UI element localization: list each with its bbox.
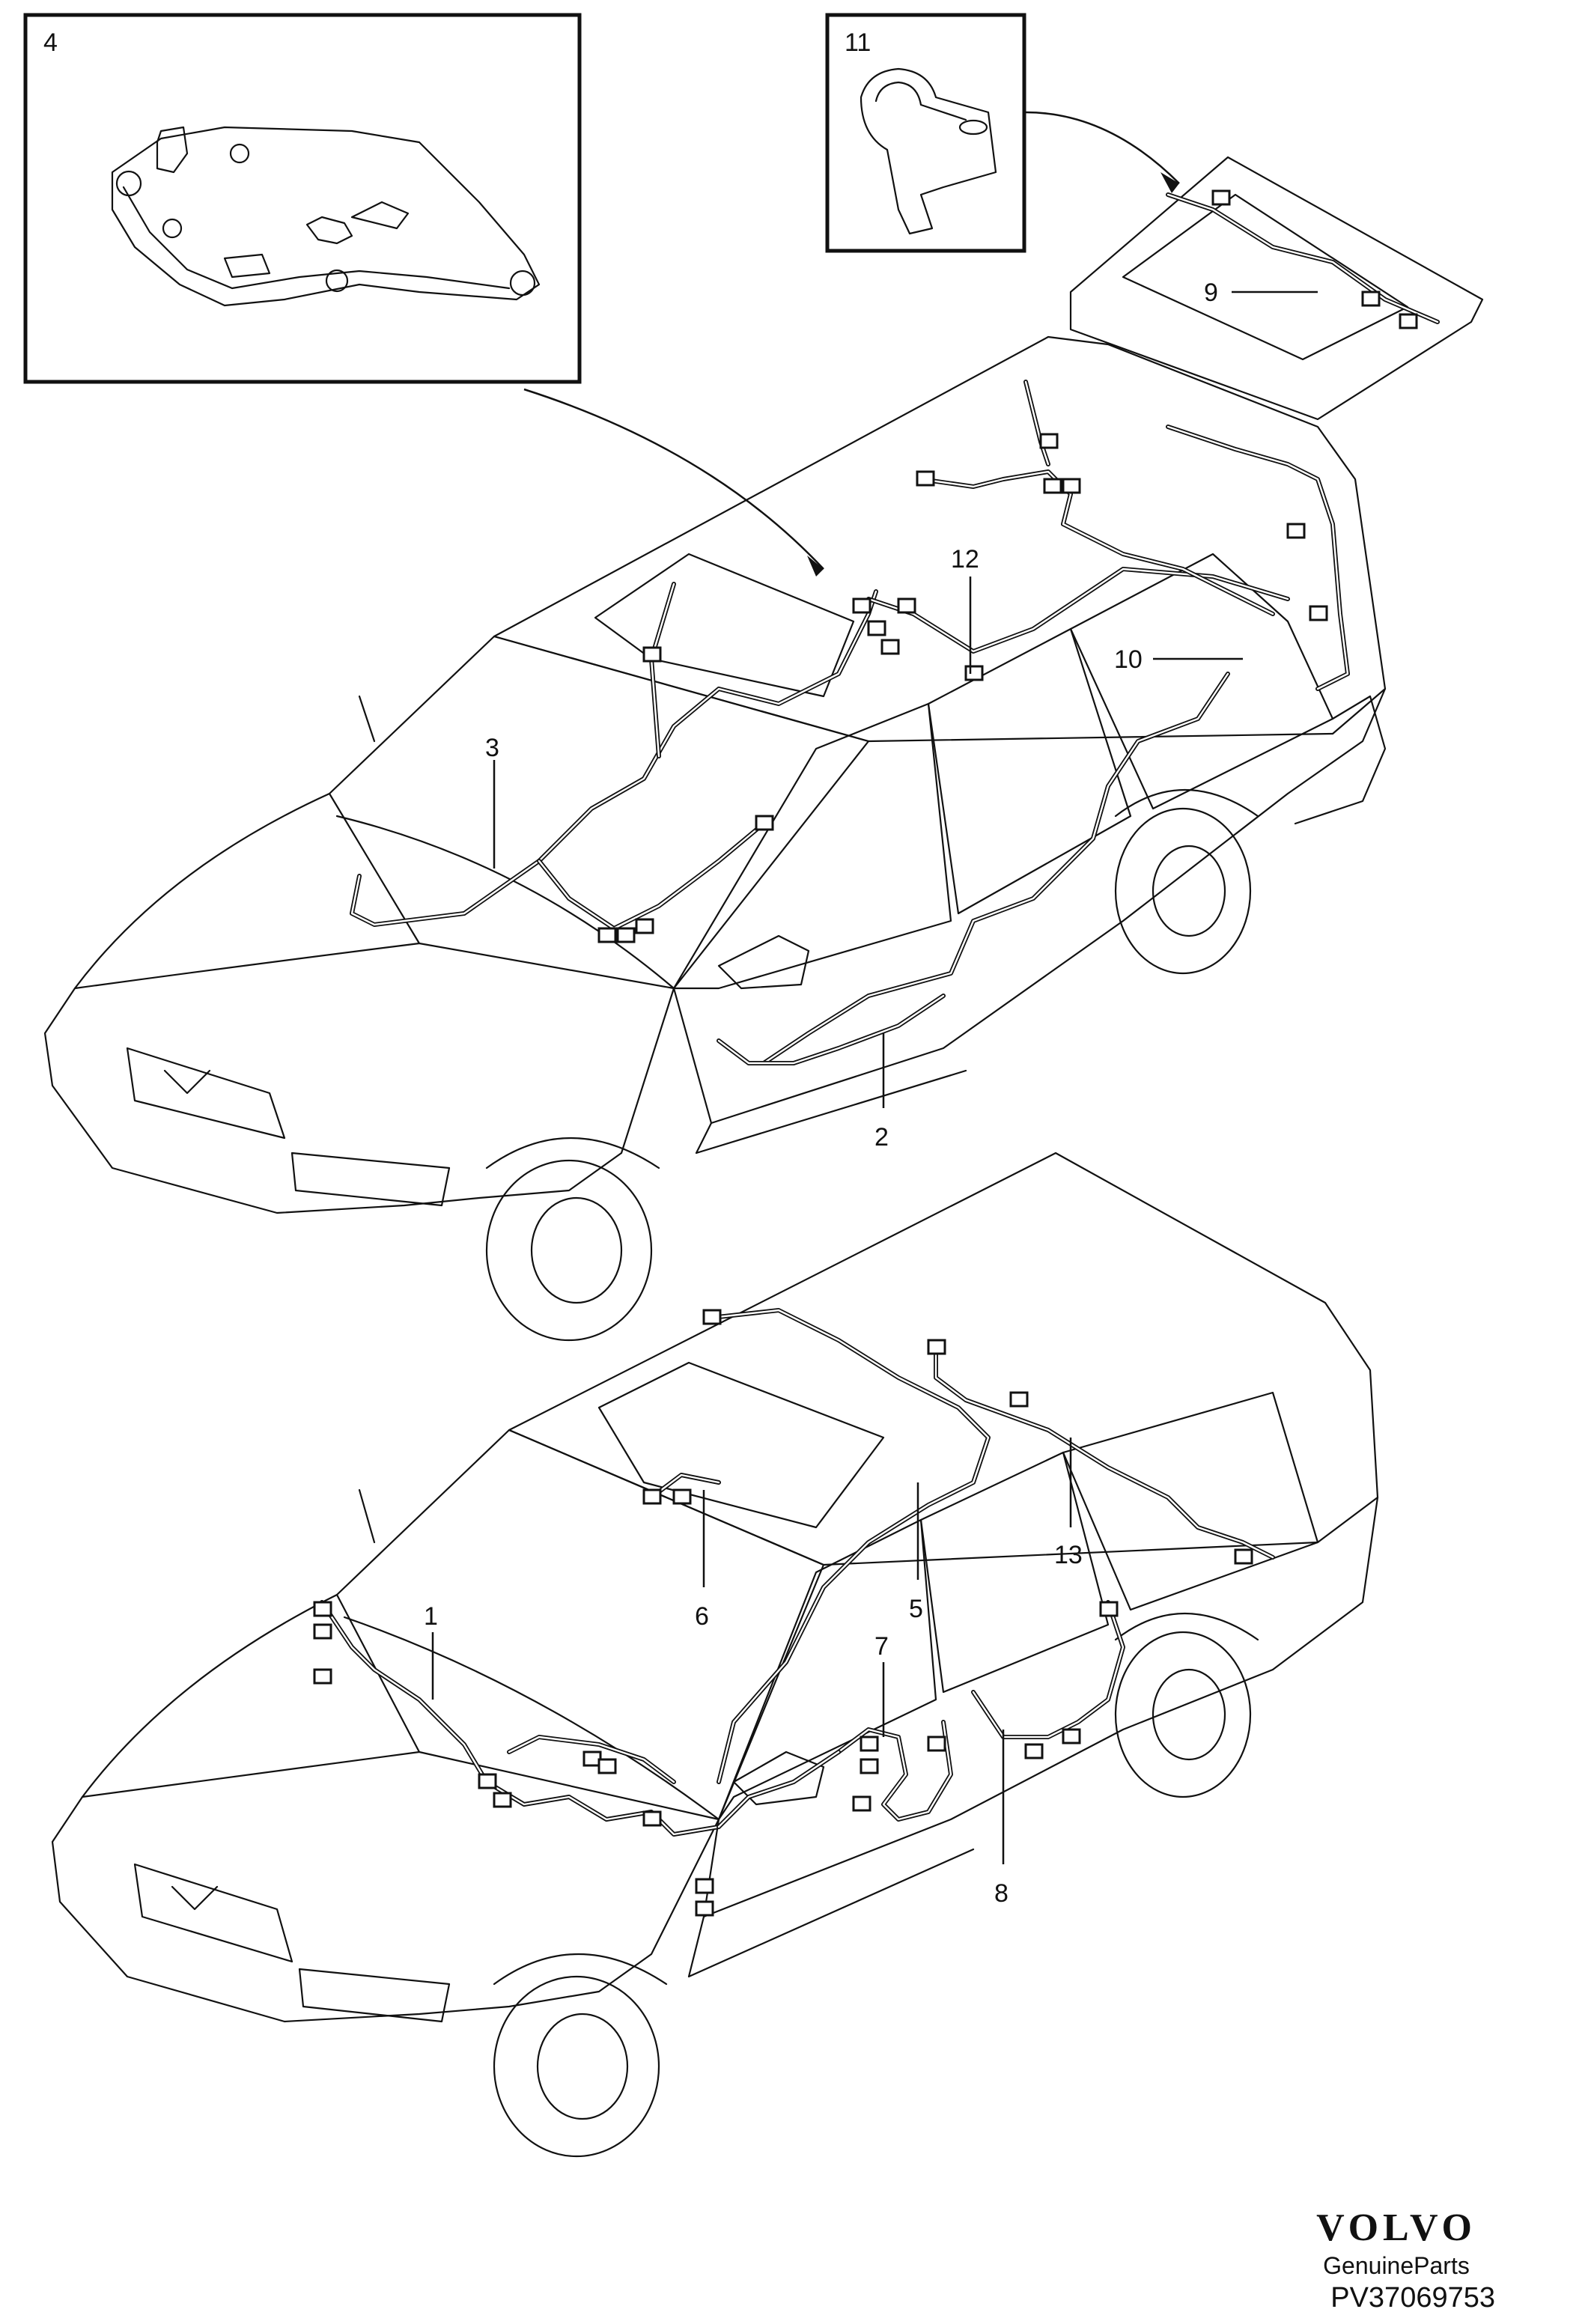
lower-car-outline xyxy=(51,1152,1379,2158)
brand-subtitle: GenuineParts xyxy=(1323,2252,1470,2279)
inset-11-arrow xyxy=(1025,111,1180,184)
inset-4-panel: 4 xyxy=(23,13,582,384)
callout-8: 8 xyxy=(994,1879,1009,1908)
lower-car-wiring xyxy=(313,1308,1275,1917)
callout-11: 11 xyxy=(845,28,871,57)
callout-3: 3 xyxy=(485,734,499,762)
inset-4-arrowhead xyxy=(807,556,824,577)
figure-code: PV37069753 xyxy=(1330,2282,1495,2314)
upper-car-outline xyxy=(43,156,1484,1342)
brand-block: VOLVO GenuineParts xyxy=(1284,2207,1509,2282)
callout-5: 5 xyxy=(909,1595,923,1623)
callout-2: 2 xyxy=(874,1123,889,1152)
callout-4: 4 xyxy=(43,28,58,57)
inset-11-panel: 11 xyxy=(825,13,1026,253)
callout-10: 10 xyxy=(1114,645,1143,674)
inset-4-arrow xyxy=(523,388,824,570)
volvo-logo: VOLVO xyxy=(1316,2206,1476,2249)
callout-7: 7 xyxy=(874,1632,889,1661)
callout-12: 12 xyxy=(951,545,979,574)
callout-13: 13 xyxy=(1054,1541,1083,1569)
upper-car-wiring xyxy=(350,189,1440,1065)
callout-9: 9 xyxy=(1204,279,1218,307)
callout-6: 6 xyxy=(695,1602,709,1631)
inset-11-arrowhead xyxy=(1160,172,1179,193)
callout-1: 1 xyxy=(424,1602,438,1631)
